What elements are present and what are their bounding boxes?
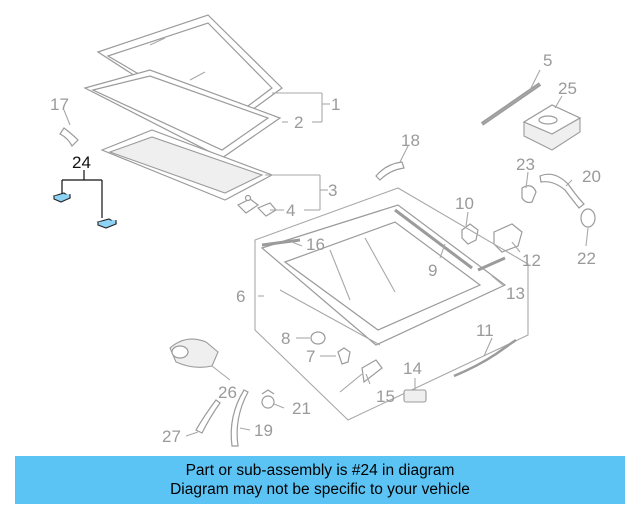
side-rail-part <box>477 256 506 272</box>
callout-6: 6 <box>236 287 245 306</box>
callout-27: 27 <box>162 427 181 446</box>
callout-10: 10 <box>455 194 474 213</box>
leader-lines <box>63 69 589 437</box>
sunroof-frame-part <box>254 187 529 421</box>
callout-2: 2 <box>294 113 303 132</box>
callout-14: 14 <box>403 359 422 378</box>
callout-9: 9 <box>428 261 437 280</box>
cable-end-part <box>361 359 383 384</box>
long-hose-part <box>230 389 249 447</box>
banner-line-2: Diagram may not be specific to your vehi… <box>170 481 470 498</box>
clip-part <box>521 185 537 204</box>
callout-26: 26 <box>218 383 237 402</box>
bracket-part <box>236 194 277 217</box>
callout-7: 7 <box>306 347 315 366</box>
callout-11: 11 <box>476 321 494 340</box>
callout-12: 12 <box>522 251 541 270</box>
hose-part <box>539 173 585 209</box>
callout-24[interactable]: 24 <box>72 153 91 172</box>
motor-box-part <box>522 104 582 151</box>
callout-8: 8 <box>281 329 290 348</box>
callout-18: 18 <box>401 131 420 150</box>
guide-block-part <box>461 223 479 245</box>
bolt-part <box>337 347 351 365</box>
callout-19: 19 <box>254 421 273 440</box>
guide-rail-part <box>394 208 473 270</box>
callout-17: 17 <box>50 95 69 114</box>
callout-15: 15 <box>376 387 395 406</box>
parts-diagram: 1 2 3 4 5 6 7 8 9 10 11 12 13 14 15 16 1… <box>50 14 601 447</box>
callout-22: 22 <box>577 249 596 268</box>
callout-4: 4 <box>286 201 295 220</box>
callout-20: 20 <box>582 167 601 186</box>
info-banner: Part or sub-assembly is #24 in diagram D… <box>15 456 625 504</box>
front-trim-part <box>261 238 301 247</box>
part-24-clip[interactable] <box>52 192 118 229</box>
switch-part <box>261 389 275 409</box>
rod-part <box>480 82 542 126</box>
callout-5: 5 <box>543 51 552 70</box>
callout-3: 3 <box>328 181 337 200</box>
callout-1: 1 <box>331 95 340 114</box>
short-hose-part <box>195 399 221 434</box>
callout-23: 23 <box>516 155 535 174</box>
washer-part <box>310 331 326 345</box>
callout-21: 21 <box>292 399 311 418</box>
drain-hose-part <box>375 161 405 181</box>
motor-part <box>169 338 219 368</box>
banner-line-1: Part or sub-assembly is #24 in diagram <box>185 462 455 479</box>
deflector-piece-part <box>59 127 79 148</box>
callout-24-leaders <box>61 170 103 218</box>
callout-25: 25 <box>558 79 577 98</box>
callout-16: 16 <box>306 235 325 254</box>
motor-bracket-part <box>493 223 523 253</box>
glass-seal-part <box>83 69 282 159</box>
drive-cable-part <box>453 338 517 378</box>
callout-13: 13 <box>506 284 525 303</box>
pad-part <box>403 389 427 403</box>
grommet-part <box>580 208 596 228</box>
sunshade-part <box>100 129 274 201</box>
